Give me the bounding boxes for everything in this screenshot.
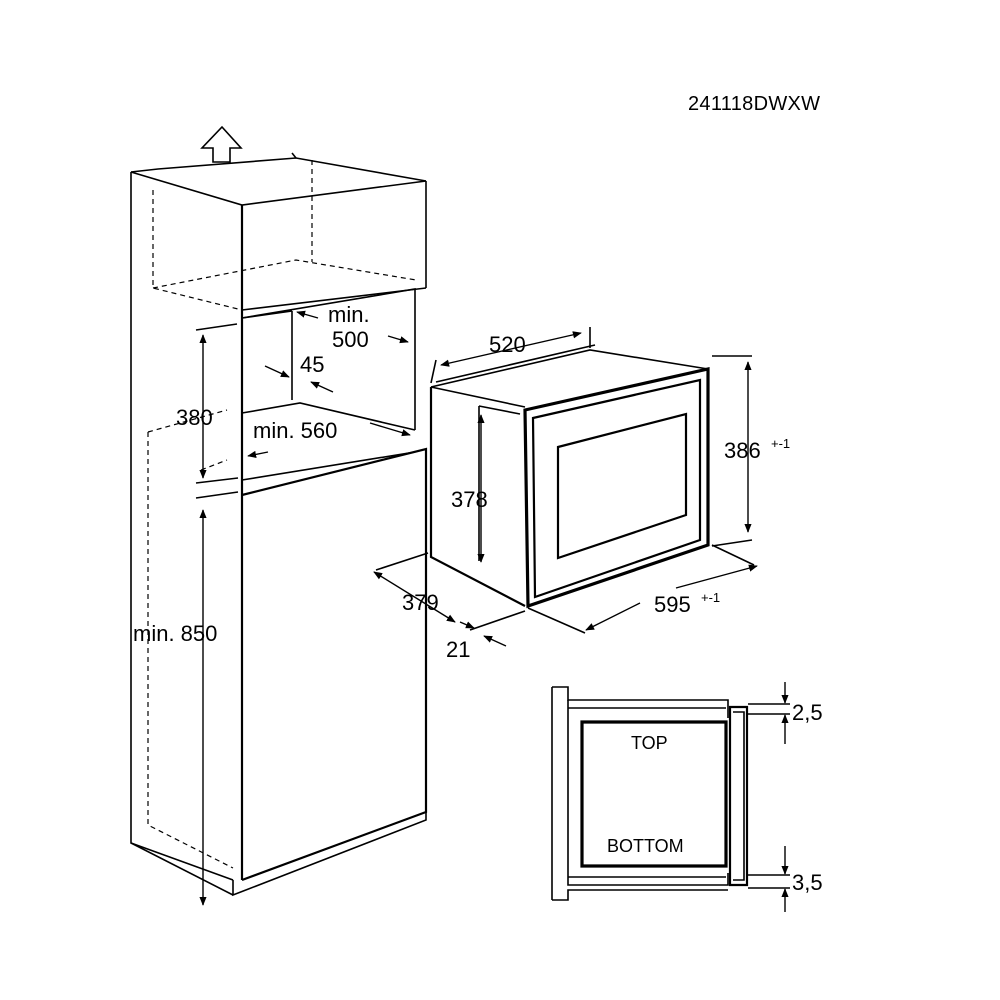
cross-section-view: TOP BOTTOM 2,5 3,5 <box>551 682 823 912</box>
section-gap-bottom: 3,5 <box>792 870 823 895</box>
dim-vent-gap: 45 <box>300 352 324 377</box>
dim-niche-height: 380 <box>176 405 213 430</box>
section-gap-top: 2,5 <box>792 700 823 725</box>
dim-niche-width: min. 560 <box>253 418 337 443</box>
dim-oven-front-height-tol: +-1 <box>771 436 790 451</box>
dim-oven-front-width: 595 <box>654 592 691 617</box>
tall-cabinet <box>130 152 428 897</box>
microwave-oven <box>429 344 710 609</box>
section-label-top: TOP <box>631 733 668 753</box>
section-label-bottom: BOTTOM <box>607 836 684 856</box>
dim-oven-front-width-tol: +-1 <box>701 590 720 605</box>
dim-oven-front-height: 386 <box>724 438 761 463</box>
dim-floor-height: min. 850 <box>133 621 217 646</box>
dim-oven-body-width: 379 <box>402 590 439 615</box>
cabinet-dimensions: 380 min. 850 min. 500 45 min. 560 <box>133 302 411 906</box>
dim-depth-value: 500 <box>332 327 369 352</box>
dim-oven-depth: 520 <box>489 332 526 357</box>
model-code: 241118DWXW <box>688 93 820 115</box>
oven-dimensions: 520 378 386 +-1 379 21 595 +-1 <box>373 327 790 662</box>
dim-depth-min-label: min. <box>328 302 370 327</box>
dim-oven-body-height: 378 <box>451 487 488 512</box>
arrow-up-outline-icon <box>200 125 243 163</box>
dim-oven-front-thickness: 21 <box>446 637 470 662</box>
